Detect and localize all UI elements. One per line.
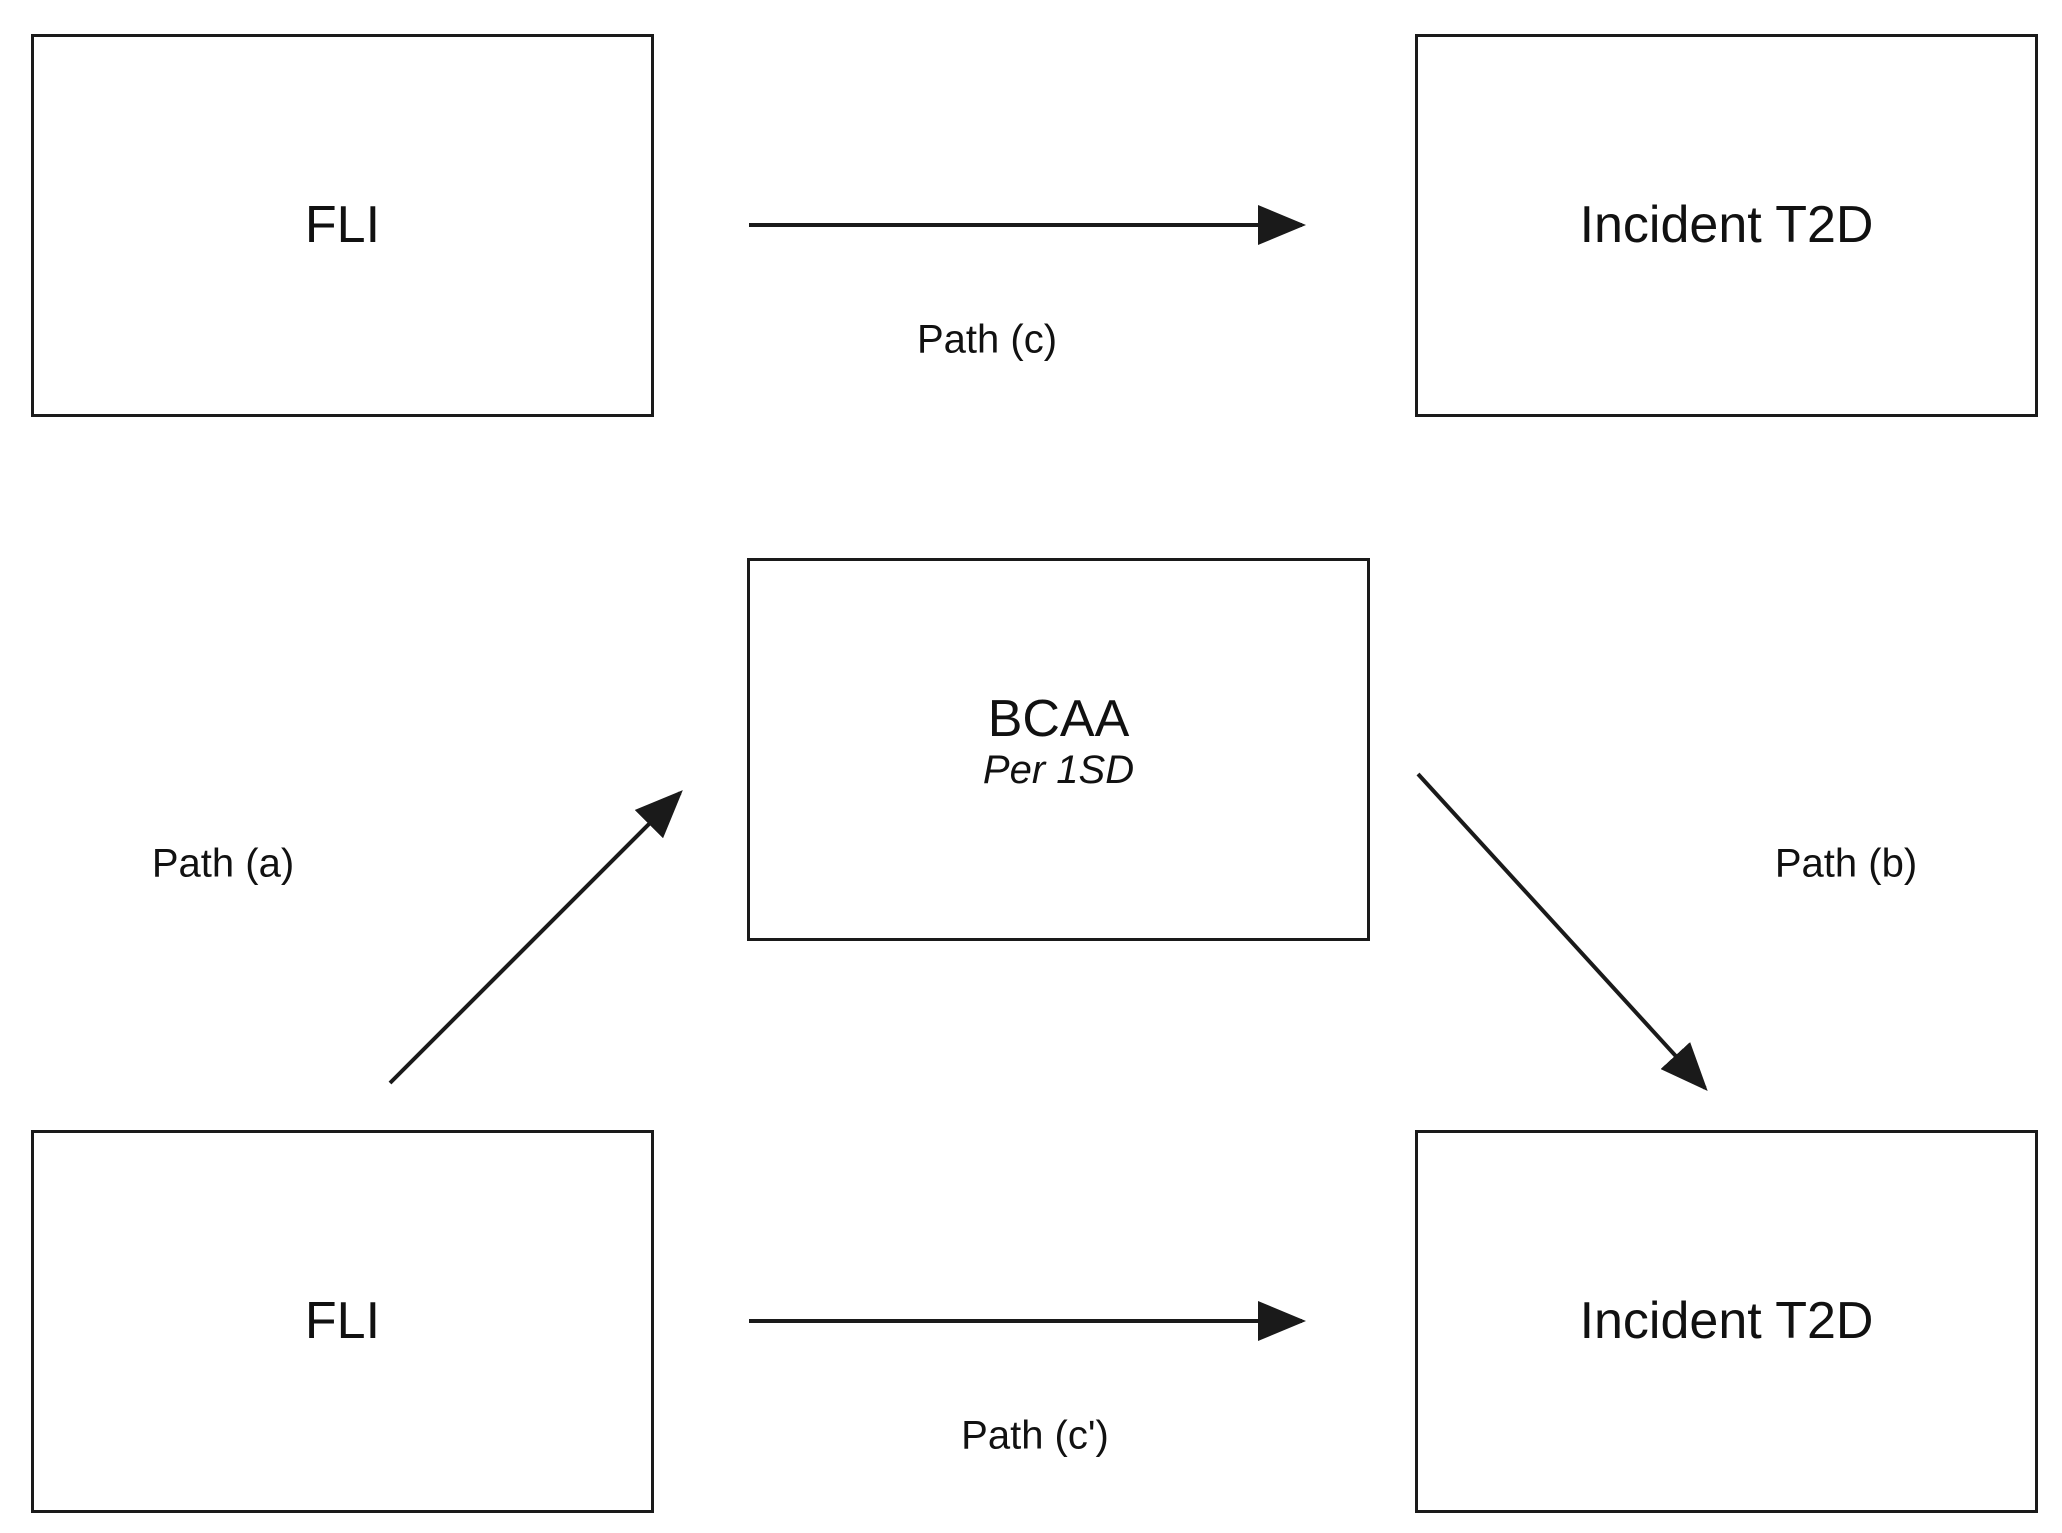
bcaa-box: BCAA Per 1SD [747,558,1370,941]
fli-top-box: FLI [31,34,654,417]
fli-top-label: FLI [304,195,381,254]
incident-t2d-bottom-box: Incident T2D [1415,1130,2038,1513]
arrow-path-a [388,790,683,1085]
path-c-prime-label: Path (c') [961,1413,1109,1458]
bcaa-sublabel: Per 1SD [982,748,1135,793]
bcaa-label: BCAA [987,690,1130,748]
fli-bottom-box: FLI [31,1130,654,1513]
incident-t2d-top-label: Incident T2D [1579,195,1874,254]
path-a-label: Path (a) [151,841,295,886]
path-c-label: Path (c) [916,317,1058,362]
fli-bottom-label: FLI [304,1291,381,1350]
incident-t2d-bottom-label: Incident T2D [1579,1291,1874,1350]
path-b-label: Path (b) [1774,841,1918,886]
arrow-path-b [1416,772,1708,1091]
incident-t2d-top-box: Incident T2D [1415,34,2038,417]
